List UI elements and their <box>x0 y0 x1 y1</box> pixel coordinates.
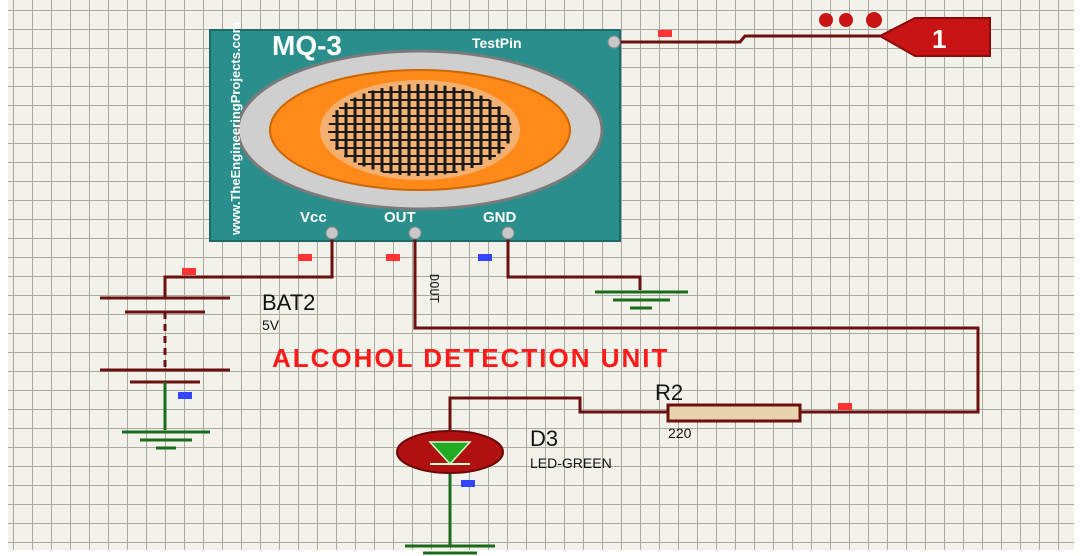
resistor-led-wire <box>448 396 668 430</box>
out-wire <box>413 233 980 414</box>
ground-led <box>405 475 495 555</box>
vcc-wire <box>163 233 334 298</box>
out-pin-label: OUT <box>384 209 416 226</box>
sensor-pins <box>325 35 621 240</box>
resistor-body <box>666 403 802 423</box>
vcc-pin-label: Vcc <box>300 209 327 226</box>
mq3-sensor-module[interactable]: www.TheEngineeringProjects.com MQ-3 Test… <box>209 22 621 242</box>
gnd-low-marker <box>478 254 492 261</box>
led-low-marker <box>461 480 475 487</box>
sensor-mesh <box>328 84 512 176</box>
ground-sensor <box>595 290 688 310</box>
net-label-dout: DOUT <box>427 274 441 303</box>
testpin-high-marker <box>658 30 672 37</box>
vcc-high-marker <box>298 254 312 261</box>
testpin-dot <box>607 35 621 49</box>
out-high-marker <box>386 254 400 261</box>
website-label: www.TheEngineeringProjects.com <box>228 22 243 236</box>
resistor-ref: R2 <box>655 380 683 405</box>
probe-bulb-3 <box>866 12 882 28</box>
pin-markers <box>178 30 852 487</box>
battery-low-marker <box>178 392 192 399</box>
ground-battery <box>122 430 210 450</box>
out-pin-dot <box>408 226 422 240</box>
ground-symbols <box>122 290 688 555</box>
battery-value: 5V <box>262 317 280 333</box>
led-triangle-icon <box>428 441 472 466</box>
probe-bulb-2 <box>839 13 853 27</box>
probe-body <box>877 17 991 57</box>
circuit-title: ALCOHOL DETECTION UNIT <box>272 343 669 373</box>
resistor-r2[interactable]: R2 220 <box>655 380 802 441</box>
sensor-title: MQ-3 <box>272 30 342 61</box>
test-pin-label: TestPin <box>472 35 522 51</box>
testpin-wire <box>620 34 895 44</box>
battery-ref: BAT2 <box>262 290 315 315</box>
gnd-pin-label: GND <box>483 209 517 226</box>
resistor-high-marker <box>838 403 852 410</box>
led-ref: D3 <box>530 426 558 451</box>
resistor-value: 220 <box>668 425 692 441</box>
led-d3[interactable]: D3 LED-GREEN <box>396 426 612 475</box>
led-value: LED-GREEN <box>530 455 612 471</box>
battery-high-marker <box>182 268 196 275</box>
gnd-wire <box>506 233 642 290</box>
vcc-pin-dot <box>325 226 339 240</box>
probe-value: 1 <box>932 24 946 54</box>
probe-bulb-1 <box>819 13 833 27</box>
battery-bat2[interactable]: BAT2 5V <box>100 290 315 430</box>
gnd-pin-dot <box>501 226 515 240</box>
wires <box>163 34 980 430</box>
logic-probe[interactable]: 1 <box>819 12 991 57</box>
